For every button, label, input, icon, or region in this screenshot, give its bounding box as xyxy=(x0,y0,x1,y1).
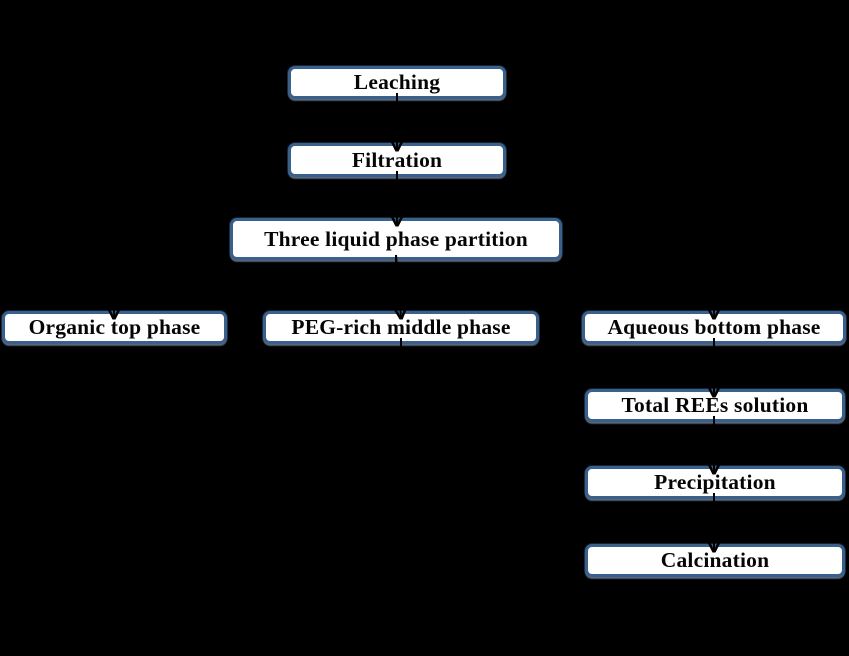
node-organic-top-phase: Organic top phase xyxy=(2,311,227,344)
node-total-rees-solution: Total REEs solution xyxy=(585,389,845,422)
node-leaching: Leaching xyxy=(288,66,506,99)
node-total-rees-label: Total REEs solution xyxy=(621,393,809,417)
node-aqueous-bottom-phase: Aqueous bottom phase xyxy=(582,311,846,344)
node-peg-rich-middle-phase: PEG-rich middle phase xyxy=(263,311,539,344)
node-precipitation: Precipitation xyxy=(585,466,845,499)
connector-partition-peg xyxy=(396,254,401,317)
node-leaching-label: Leaching xyxy=(353,70,441,94)
node-calcination-label: Calcination xyxy=(660,548,770,572)
node-three-liquid-phase-partition: Three liquid phase partition xyxy=(230,218,562,260)
node-aqueous-label: Aqueous bottom phase xyxy=(607,315,821,339)
node-calcination: Calcination xyxy=(585,544,845,577)
node-partition-label: Three liquid phase partition xyxy=(264,226,528,251)
node-filtration: Filtration xyxy=(288,143,506,177)
connector-partition-organic xyxy=(114,255,397,317)
node-precipitation-label: Precipitation xyxy=(654,470,776,494)
node-peg-label: PEG-rich middle phase xyxy=(291,315,511,339)
node-filtration-label: Filtration xyxy=(351,147,443,172)
connector-partition-aqueous xyxy=(395,255,714,317)
node-organic-label: Organic top phase xyxy=(28,315,201,339)
